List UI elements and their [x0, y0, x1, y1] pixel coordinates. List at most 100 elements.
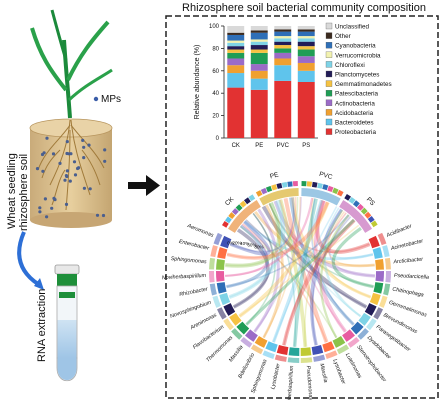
chord-ribbon	[240, 225, 338, 338]
chord-ribbon	[273, 200, 375, 278]
mp-dot	[82, 145, 86, 149]
genus-outer-arc	[231, 328, 243, 340]
mp-dot	[45, 215, 49, 219]
chord-ribbon	[309, 208, 344, 346]
mp-dot	[101, 213, 106, 218]
genus-label: Bdellovibrio	[237, 352, 256, 379]
y-tick-label: 60	[212, 69, 219, 75]
genus-outer-arc	[250, 344, 264, 355]
soil-label-line2: rhizosphere soil	[18, 154, 30, 231]
genus-arc	[216, 271, 225, 282]
bar-segment-verrucomicrobia-ck	[227, 40, 245, 43]
composition-segment	[317, 182, 323, 189]
bar-segment-verrucomicrobia-ps	[297, 36, 315, 39]
legend-label: Unclassified	[335, 24, 369, 31]
bar-segment-actinobacteria-pe	[250, 64, 268, 71]
chord-ribbon	[283, 212, 347, 346]
chord-ribbon	[268, 203, 374, 288]
bar-segment-cyanobacteria-ck	[227, 34, 245, 41]
bar-segment-planctomycetes-pe	[250, 45, 268, 50]
composition-segment	[367, 215, 375, 223]
legend-label: Acidobacteria	[335, 110, 374, 117]
bar-segment-chloroflexi-pe	[250, 41, 268, 46]
bar-segment-acidobacteria-ps	[297, 62, 315, 71]
genus-outer-arc	[213, 232, 223, 246]
bar-segment-other-pvc	[274, 29, 292, 32]
chord-ribbon	[226, 197, 297, 259]
composition-segment	[225, 216, 232, 224]
chord-ribbon	[327, 211, 375, 267]
percent-scale-label: 20%	[232, 240, 241, 245]
mp-dot	[65, 140, 69, 144]
mp-dot	[77, 166, 81, 170]
bar-segment-actinobacteria-ck	[227, 58, 245, 66]
composition-segment	[292, 181, 298, 187]
genus-arc	[288, 347, 300, 356]
mp-dot	[65, 169, 69, 173]
chord-ribbon	[225, 197, 314, 278]
bar-segment-bacteroidetes-pvc	[274, 65, 292, 81]
dashed-panel-frame	[165, 15, 439, 399]
legend-swatch	[325, 22, 333, 30]
bar-segment-gemmatimonadetes-pvc	[274, 45, 292, 49]
chord-ribbon	[262, 196, 302, 338]
genus-outer-arc	[385, 270, 391, 283]
mp-dot	[38, 206, 42, 210]
legend-label: Actinobacteria	[335, 100, 375, 107]
legend-swatch	[325, 90, 333, 97]
percent-scale-label: 60%	[247, 242, 256, 247]
genus-arc	[217, 247, 228, 259]
genus-arc	[229, 312, 242, 326]
genus-outer-arc	[209, 270, 215, 283]
genus-arc	[216, 282, 227, 294]
chord-ribbon	[233, 212, 274, 308]
genus-arc	[322, 341, 335, 353]
group-arc-ps	[339, 199, 373, 233]
mp-dot	[38, 210, 42, 214]
chord-ribbon	[292, 198, 318, 347]
mp-particle-icon	[93, 96, 99, 102]
bar-segment-patescibacteria-ps	[297, 49, 315, 57]
composition-segment	[370, 220, 378, 228]
genus-outer-arc	[384, 257, 391, 270]
bar-segment-unclassified-pvc	[274, 26, 292, 30]
genus-arc	[216, 258, 225, 270]
genus-arc	[369, 292, 381, 306]
composition-segment	[281, 181, 288, 188]
genus-label: Pseudomonas	[305, 365, 313, 400]
mp-dot	[43, 197, 48, 201]
genus-arc	[375, 258, 384, 270]
mp-dot	[52, 196, 56, 200]
bar-segment-actinobacteria-pvc	[274, 52, 292, 59]
bar-segment-planctomycetes-ck	[227, 46, 245, 50]
bar-segment-proteobacteria-pe	[250, 89, 268, 138]
chord-ribbon	[315, 200, 371, 254]
x-tick-label: CK	[232, 143, 240, 149]
genus-outer-arc	[217, 307, 227, 320]
genus-outer-arc	[223, 318, 234, 331]
legend-label: Gemmatimonadetes	[335, 81, 392, 88]
chord-ribbon	[279, 199, 347, 333]
curved-arrow-to-tube	[17, 231, 40, 286]
mp-dot	[58, 161, 62, 165]
mp-dot	[82, 186, 86, 190]
mp-dot	[82, 156, 86, 160]
bar-segment-patescibacteria-pe	[250, 52, 268, 65]
composition-segment	[360, 207, 368, 215]
mp-dot	[42, 151, 46, 155]
composition-segment	[322, 184, 329, 191]
genus-outer-arc	[300, 357, 313, 363]
legend-swatch	[325, 42, 333, 49]
genus-arc	[350, 321, 364, 335]
chord-ribbon	[254, 210, 375, 268]
mp-dot	[67, 152, 71, 156]
chord-ribbon	[319, 214, 350, 339]
genus-arc	[375, 271, 384, 282]
genus-outer-arc	[209, 283, 217, 296]
genus-outer-arc	[287, 357, 300, 363]
composition-segment	[301, 181, 307, 187]
x-tick-label: PE	[255, 143, 263, 149]
chord-ribbon	[245, 219, 367, 308]
mp-dot	[95, 213, 100, 217]
genus-label: Arcticibacter	[392, 257, 423, 266]
